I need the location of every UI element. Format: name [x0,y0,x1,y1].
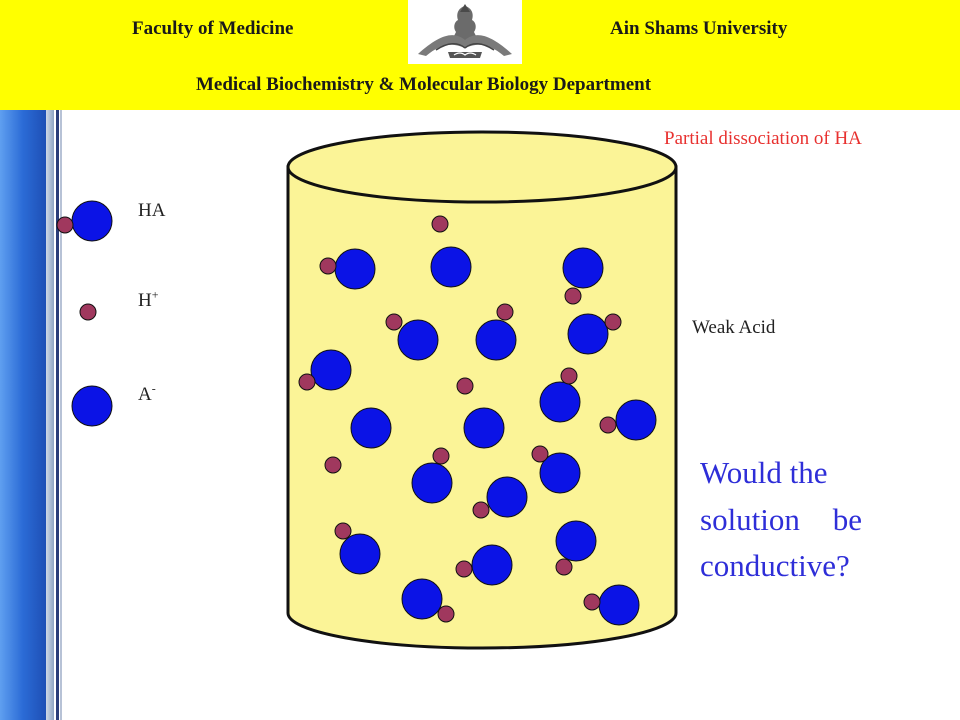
faculty-of-medicine-emblem-icon [408,0,522,64]
proton-particle [456,377,474,395]
anion-particle [567,313,609,355]
question-line-1: Would the [700,455,828,490]
department-subtitle: Medical Biochemistry & Molecular Biology… [196,74,652,95]
anion-particle [555,520,597,562]
proton-particle [431,215,449,233]
anion-particle [397,319,439,361]
anion-particle [562,247,604,289]
proton-particle [583,593,601,611]
legend-ha-icon [56,200,113,242]
anion-particle [411,462,453,504]
faculty-title: Faculty of Medicine [132,18,294,39]
anion-particle [539,452,581,494]
proton-particle [564,287,582,305]
header-bar: Faculty of Medicine Ain Shams University… [0,0,960,110]
proton-particle [599,416,617,434]
question-line-2: solution be [700,501,862,537]
proton-particle [531,445,549,463]
proton-particle [560,367,578,385]
weak-acid-label: Weak Acid [692,317,776,338]
legend-label-a-minus: A- [138,381,156,405]
anion-particle [598,584,640,626]
anion-particle [310,349,352,391]
anion-particle [486,476,528,518]
proton-particle [334,522,352,540]
proton-particle [496,303,514,321]
anion-particle [471,544,513,586]
sidebar-decoration [0,110,62,720]
anion-particle [334,248,376,290]
proton-particle [432,447,450,465]
dissociation-caption: Partial dissociation of HA [664,128,862,149]
particle-group [298,215,657,626]
proton-particle [555,558,573,576]
proton-particle [437,605,455,623]
university-title: Ain Shams University [610,18,788,39]
proton-particle [319,257,337,275]
proton-particle [298,373,316,391]
proton-particle [472,501,490,519]
legend-h-plus-icon [79,303,97,321]
proton-particle [604,313,622,331]
anion-particle [339,533,381,575]
conductivity-question: Would the solution be conductive? [700,450,875,590]
proton-particle [324,456,342,474]
proton-particle [455,560,473,578]
proton-particle [385,313,403,331]
anion-particle [350,407,392,449]
anion-particle [430,246,472,288]
anion-particle [401,578,443,620]
anion-particle [463,407,505,449]
question-line-3: conductive? [700,548,850,583]
anion-particle [615,399,657,441]
legend-a-minus-icon [71,385,113,427]
legend-label-ha: HA [138,200,166,221]
anion-particle [539,381,581,423]
legend-label-h-plus: H+ [138,287,159,311]
anion-particle [475,319,517,361]
